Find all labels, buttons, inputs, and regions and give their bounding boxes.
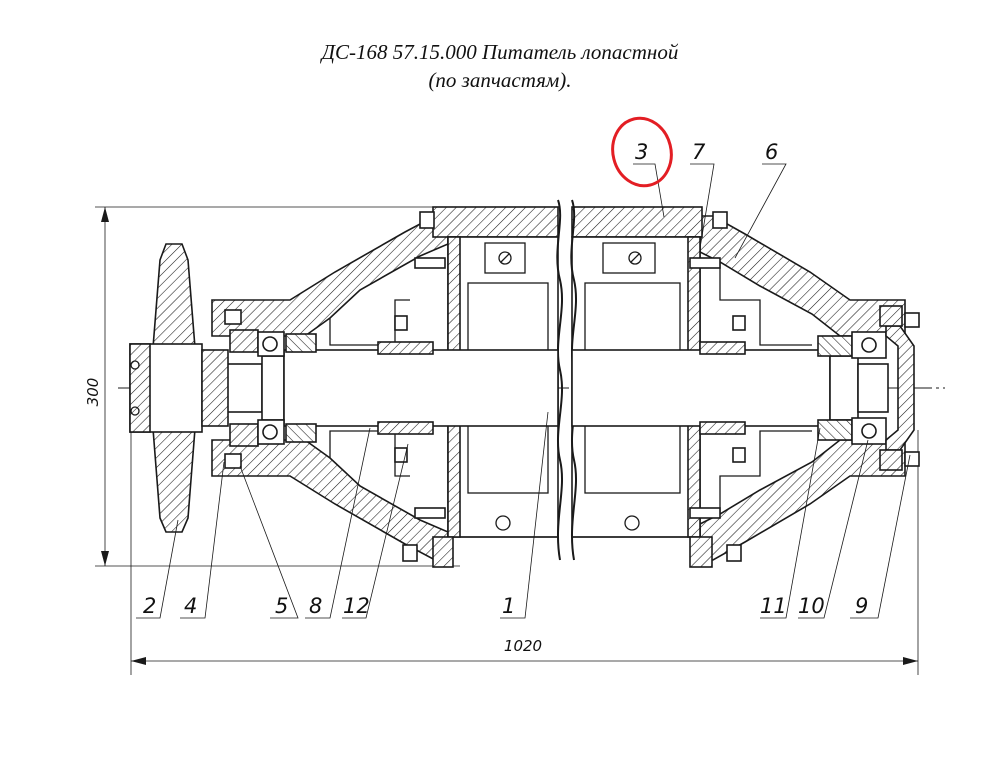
callout-leaders <box>136 163 911 619</box>
main-shaft <box>159 349 889 427</box>
callout-7: 7 <box>692 140 706 164</box>
left-bearing <box>229 329 434 447</box>
highlight-circle <box>611 116 673 188</box>
callout-8: 8 <box>309 594 322 618</box>
callout-11: 11 <box>760 594 787 618</box>
callout-9: 9 <box>855 594 868 618</box>
callout-3: 3 <box>635 140 648 164</box>
sprocket <box>129 243 229 533</box>
callout-6: 6 <box>765 140 778 164</box>
drawing-title: ДС-168 57.15.000 Питатель лопастной (по … <box>0 38 1000 94</box>
callout-10: 10 <box>798 594 825 618</box>
dimension-height-label: 300 <box>84 378 102 407</box>
callout-2: 2 <box>143 594 156 618</box>
dimension-length: 1020 <box>130 430 919 675</box>
callout-4: 4 <box>184 594 197 618</box>
callout-labels: 1 2 3 4 5 6 7 8 9 10 11 12 <box>143 140 868 618</box>
title-line-1: ДС-168 57.15.000 Питатель лопастной <box>321 40 679 64</box>
title-line-2: (по запчастям). <box>428 68 572 92</box>
dimension-height: 300 <box>84 206 460 567</box>
right-housing <box>699 215 906 561</box>
dimension-length-label: 1020 <box>504 637 542 655</box>
flange-bolts <box>224 211 920 562</box>
right-bearing <box>699 305 915 471</box>
callout-5: 5 <box>275 594 288 618</box>
callout-1: 1 <box>502 594 515 618</box>
callout-12: 12 <box>343 594 370 618</box>
